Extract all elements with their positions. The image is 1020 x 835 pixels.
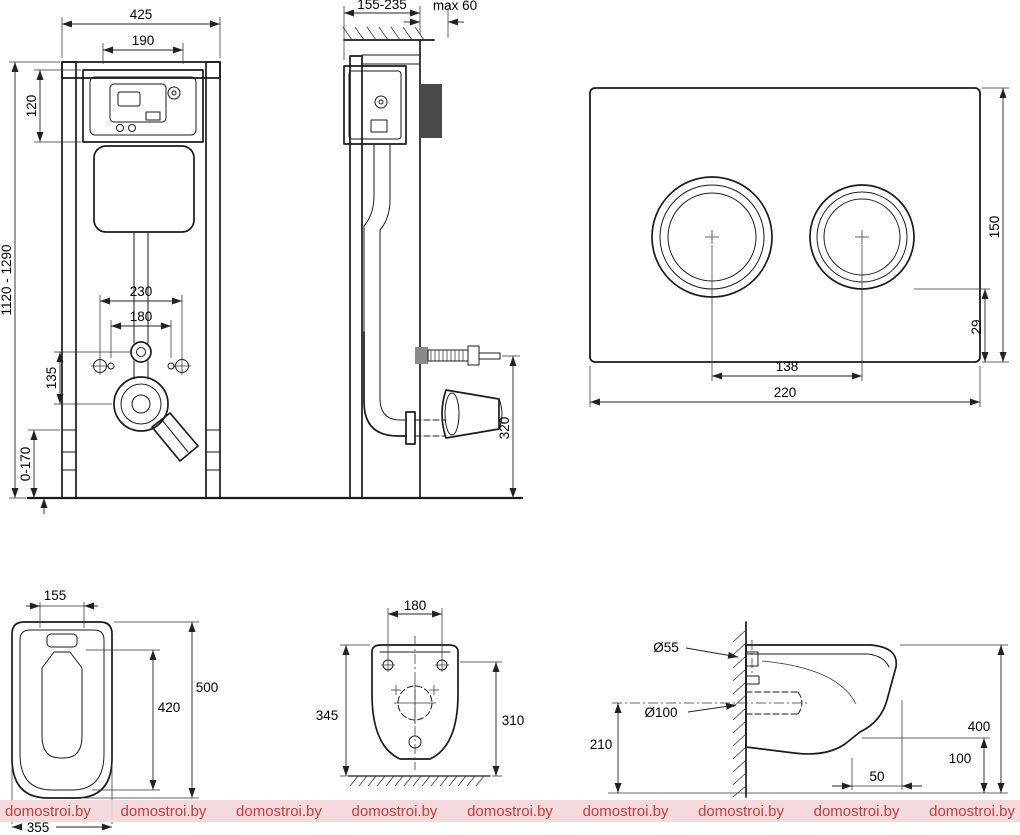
bowl-back-view: 180 345 310: [316, 598, 525, 787]
drain-elbow: [363, 331, 416, 445]
dim-outlet-height: 320: [497, 417, 512, 440]
mounting-stud: [415, 345, 501, 366]
watermark-text: domostroi.by: [467, 802, 553, 820]
drain-detail: [391, 636, 439, 770]
frame-front-view: 425 190 120 1120 - 1290 230 18: [0, 7, 221, 514]
dim-frame-width: 425: [130, 7, 153, 22]
watermark-text: domostroi.by: [813, 802, 900, 820]
flush-pipe-side: [363, 143, 391, 333]
watermark-text: domostroi.by: [351, 802, 438, 820]
ground-hatch: [347, 775, 491, 787]
dim-outlet-diameter: Ø100: [644, 705, 677, 720]
outlet-connector: [414, 389, 503, 439]
bowl-side-dimensions: Ø55 Ø100 210 400 100 50: [590, 640, 1008, 793]
dim-bowl-total-height: 400: [968, 719, 991, 734]
bowl-top-view: 155 420 500 355: [11, 588, 219, 835]
frame-side-structure: [349, 54, 421, 499]
dim-bowl-width: 355: [27, 820, 50, 835]
dim-button-spacing: 138: [776, 359, 799, 374]
dim-mount-spacing: 180: [404, 598, 427, 613]
mounting-bolts: [91, 357, 191, 375]
bowl-back-outline: [371, 644, 459, 760]
dim-plate-bottom-offset: 29: [969, 319, 984, 334]
frame-side-dimensions: 155-235 max 60 320: [343, 0, 520, 498]
cistern-side: [343, 65, 407, 145]
dim-bowl-height-inner: 310: [502, 713, 525, 728]
wall-hatch: [732, 621, 747, 798]
dim-wall-offset-max: max 60: [433, 0, 477, 13]
dim-bowl-front-height: 100: [949, 751, 972, 766]
dim-frame-depth-range: 155-235: [357, 0, 407, 12]
dim-plate-width: 220: [774, 385, 797, 400]
dim-foot-adjust-range: 0-170: [18, 447, 33, 482]
frame-side-view: 155-235 max 60 320: [342, 0, 520, 499]
dim-inlet-diameter: Ø55: [653, 640, 679, 655]
seat-ring: [19, 629, 105, 791]
dim-bolt-spacing-outer: 230: [130, 284, 153, 299]
flush-plate-dimensions: 150 29 138 220: [589, 87, 1009, 407]
dim-bowl-total-length: 500: [196, 680, 219, 695]
watermark-text: domostroi.by: [929, 802, 1015, 820]
dim-plate-height: 150: [987, 216, 1002, 239]
hinge-detail: [46, 633, 78, 648]
flush-plate-view: 150 29 138 220: [589, 87, 1009, 407]
dim-frame-height-range: 1120 - 1290: [0, 244, 14, 315]
frame-front-dimensions: 425 190 120 1120 - 1290 230 18: [0, 7, 221, 514]
flush-pipe: [130, 231, 152, 380]
dim-bowl-inner-length: 420: [158, 700, 181, 715]
watermark-text: domostroi.by: [236, 802, 322, 820]
dim-cistern-width: 190: [132, 33, 155, 48]
dim-bolt-spacing-inner: 180: [130, 309, 153, 324]
bowl-top-outline: [11, 621, 113, 799]
watermark-text: domostroi.by: [698, 802, 784, 820]
cistern: [82, 69, 204, 233]
bowl-top-dimensions: 155 420 500 355: [11, 588, 219, 835]
rim-line: [745, 653, 890, 668]
bowl-opening: [41, 651, 83, 759]
watermark-text: domostroi.by: [582, 802, 669, 820]
dim-bowl-front-width: 155: [44, 588, 67, 603]
bowl-side-view: Ø55 Ø100 210 400 100 50: [590, 621, 1008, 798]
dim-cistern-height: 120: [24, 95, 39, 118]
flush-plate-outline: [589, 87, 981, 363]
watermark-text: domostroi.by: [5, 802, 91, 820]
bowl-side-profile: [745, 644, 898, 755]
watermark-bar: domostroi.by domostroi.by domostroi.by d…: [0, 800, 1020, 822]
wall-section: [342, 26, 442, 499]
mount-holes: [381, 658, 449, 672]
stud-section: [745, 675, 760, 685]
inlet-pipe: [745, 640, 759, 674]
dim-outlet-offset: 135: [44, 367, 59, 390]
dim-bowl-height-outer: 345: [316, 708, 339, 723]
outlet-assembly: [113, 376, 199, 462]
dim-bowl-bottom-depth: 50: [869, 769, 884, 784]
watermark-text: domostroi.by: [120, 802, 207, 820]
outlet-pipe-hidden: [612, 691, 808, 715]
bowl-cavity-line: [761, 660, 857, 705]
bowl-back-dimensions: 180 345 310: [316, 598, 525, 777]
wall-bracket: [420, 84, 442, 138]
dim-outlet-axis-height: 210: [590, 737, 613, 752]
